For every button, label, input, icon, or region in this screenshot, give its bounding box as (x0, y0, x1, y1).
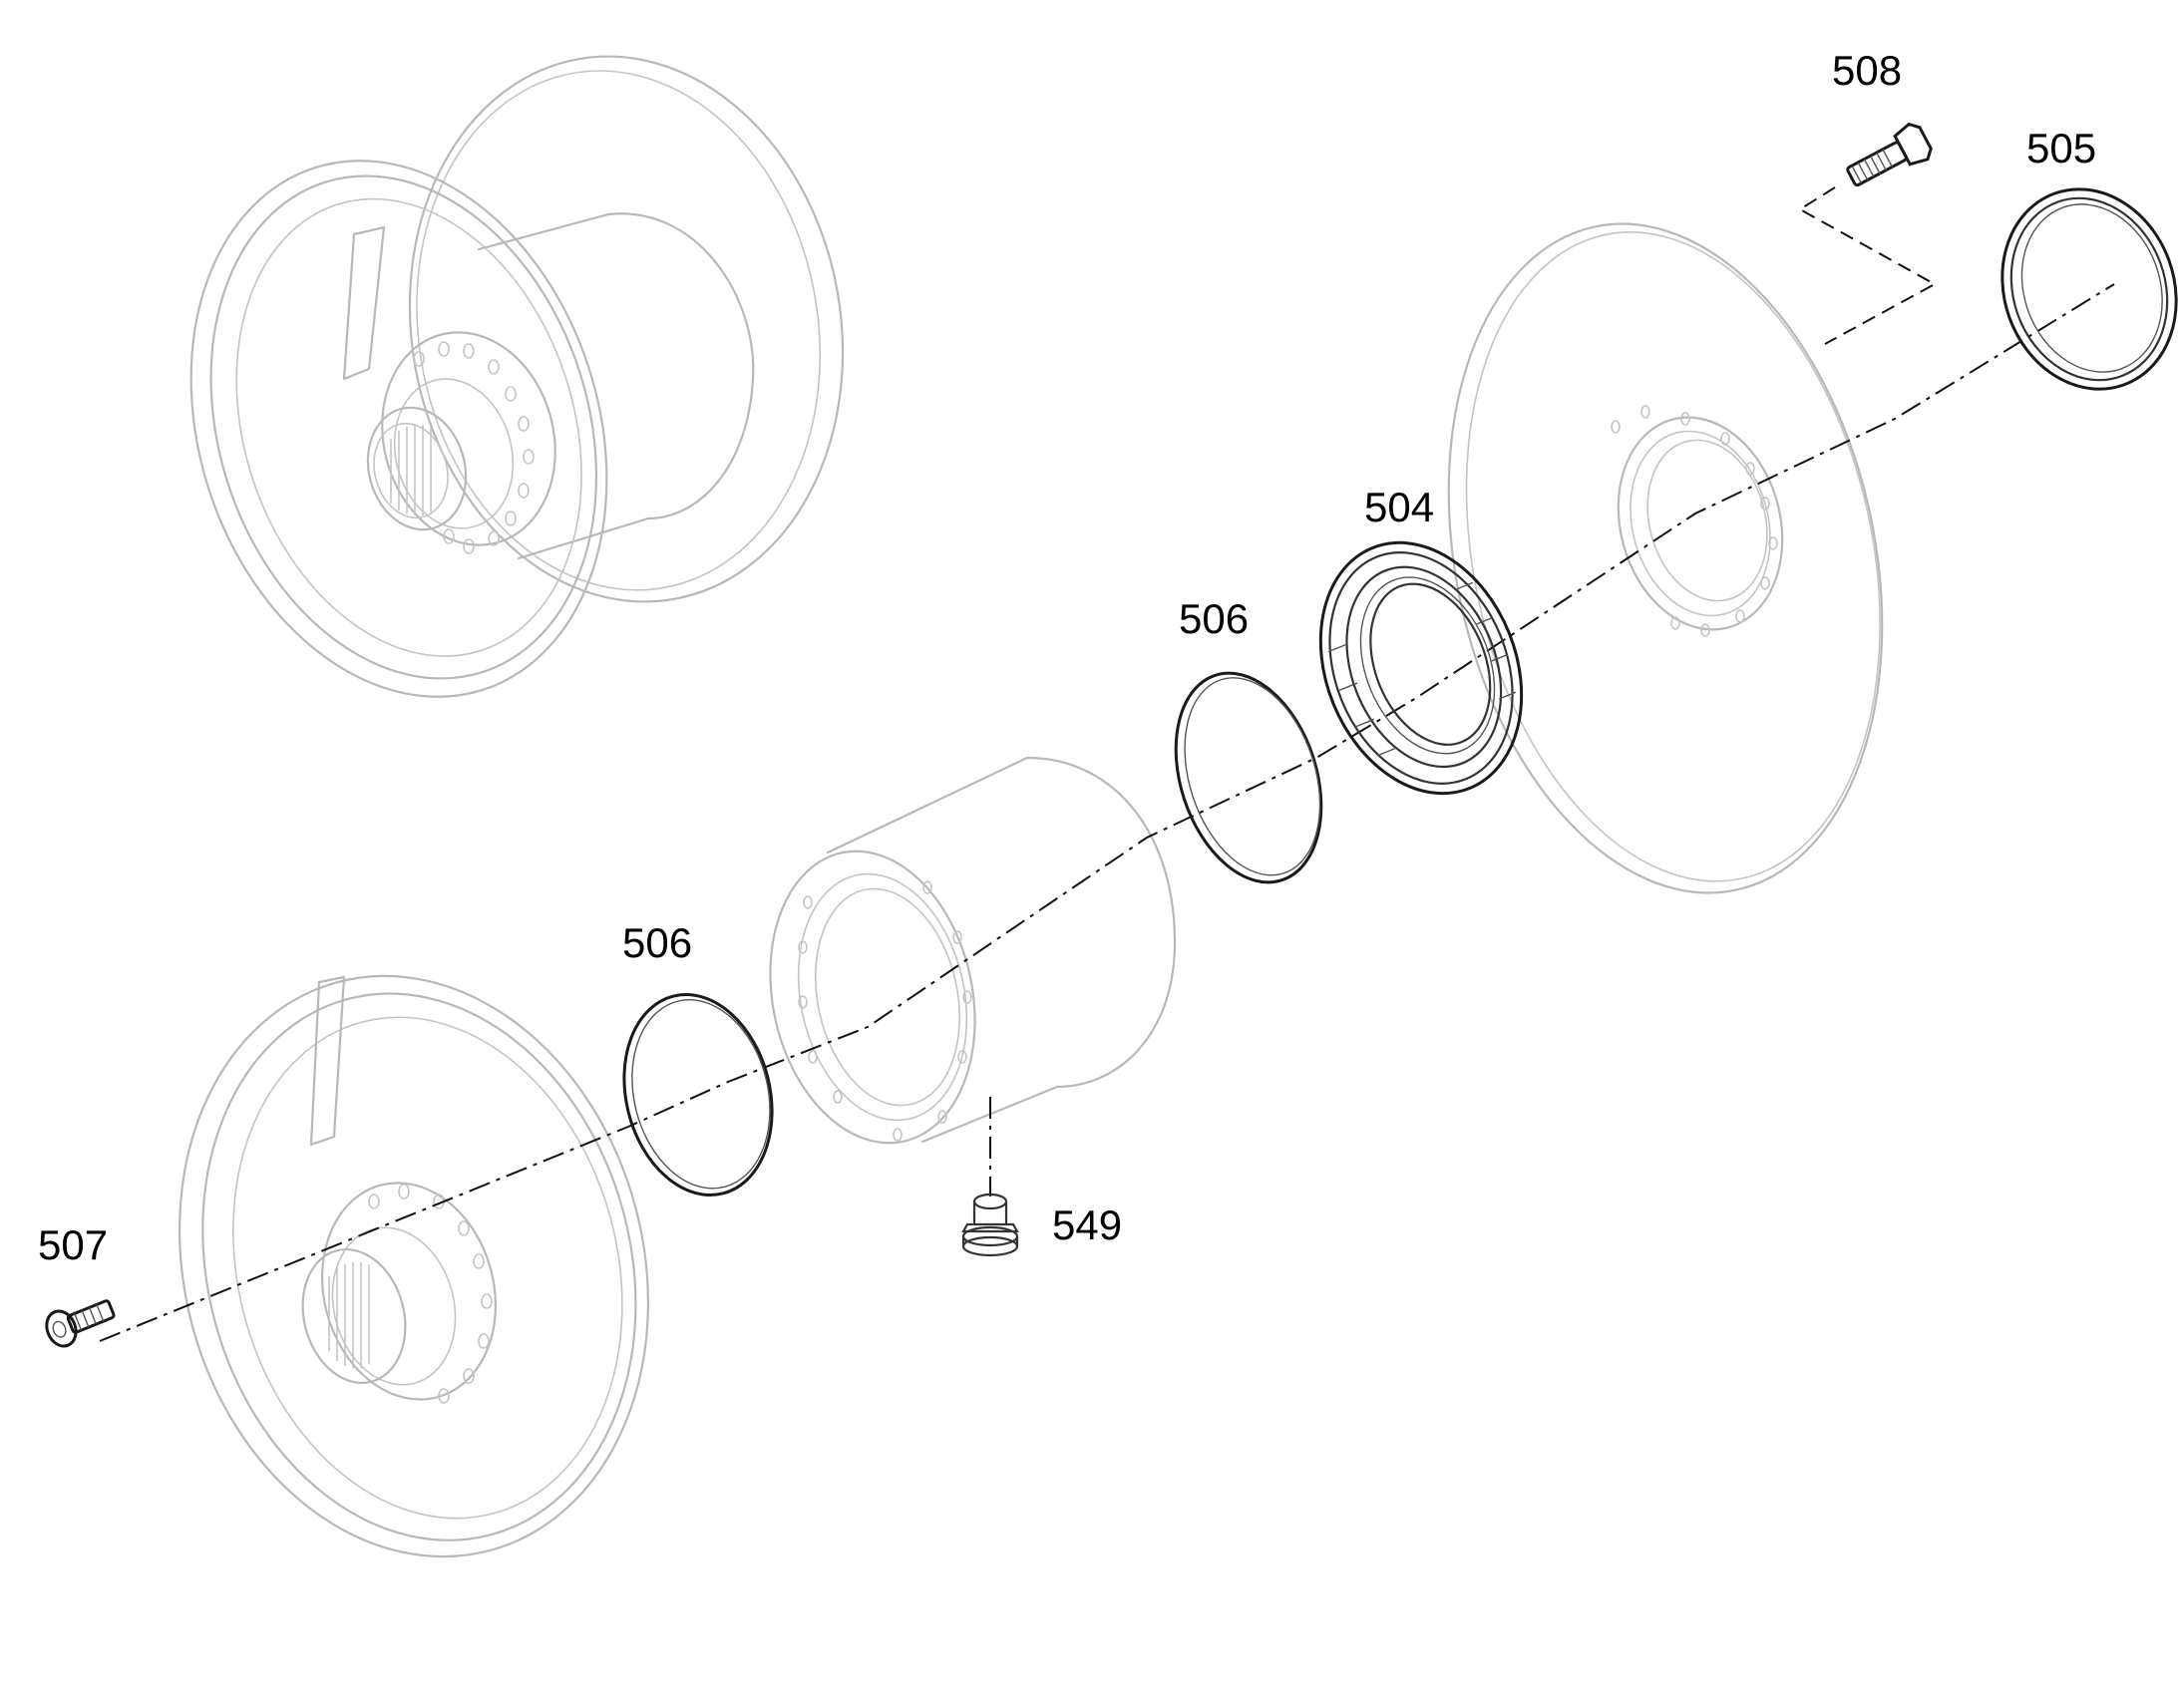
lower-left-wheel (178, 974, 650, 1558)
callout-508: 508 (1832, 47, 1903, 94)
o-ring-506-lower (622, 993, 774, 1196)
bearing-504 (1318, 540, 1524, 796)
callout-504: 504 (1364, 484, 1435, 530)
plug-549 (961, 1193, 1019, 1257)
o-ring-506-upper (1174, 671, 1323, 884)
callout-505: 505 (2026, 125, 2097, 171)
callout-506-upper: 506 (1179, 595, 1250, 642)
assembly-centerline (99, 283, 2115, 1342)
background-hub-assembly (189, 55, 845, 698)
central-drum (769, 756, 1177, 1145)
screw-507 (45, 1299, 116, 1348)
right-disc (1447, 222, 1884, 894)
bolt-508-leader (1798, 186, 1938, 345)
bolt-508 (1846, 122, 1933, 187)
thrust-ring-505 (2000, 187, 2178, 391)
callout-549: 549 (1052, 1201, 1123, 1248)
callout-507: 507 (38, 1221, 109, 1268)
callout-506-lower: 506 (622, 919, 693, 966)
